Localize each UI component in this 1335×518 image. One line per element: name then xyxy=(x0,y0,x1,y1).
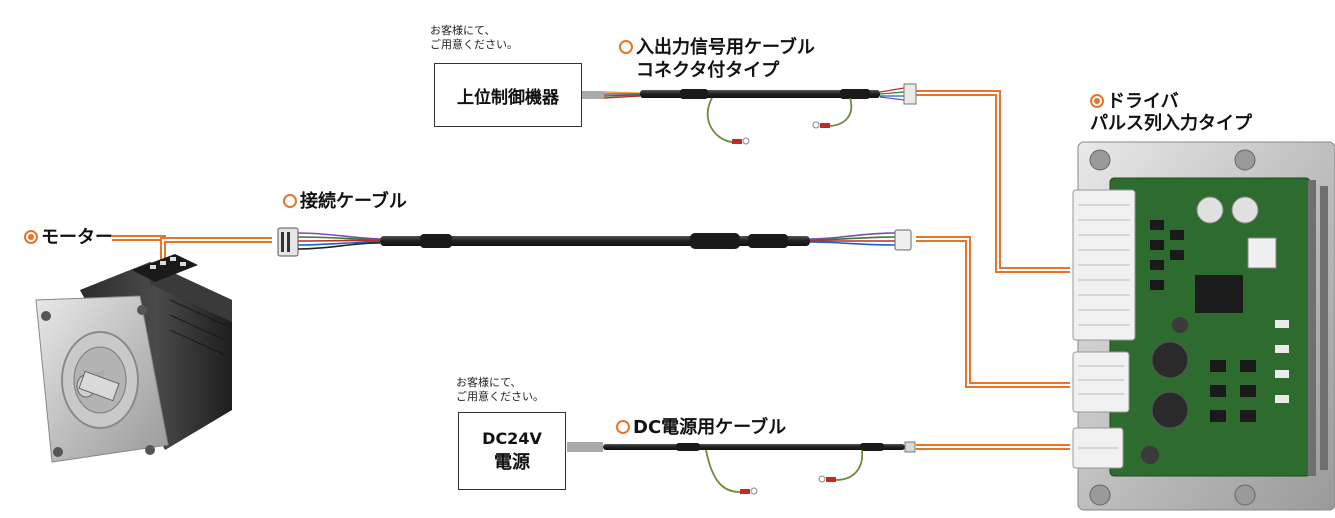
dc-cable-label-text: DC電源用ケーブル xyxy=(633,417,787,438)
customer-supply-note-top: お客様にて、 ご用意ください。 xyxy=(430,24,518,52)
note-top-line2: ご用意ください。 xyxy=(430,38,518,51)
open-circle-icon xyxy=(283,194,297,208)
motor-label-text: モーター xyxy=(41,227,113,248)
note-top-line1: お客様にて、 xyxy=(430,24,496,37)
io-cable-label-line1: 入出力信号用ケーブル xyxy=(636,37,815,58)
io-cable-label-line2: コネクタ付タイプ xyxy=(636,60,780,81)
power-supply-voltage: DC24V xyxy=(482,428,542,448)
dc-power-cable-image xyxy=(567,441,916,495)
io-cable-label: 入出力信号用ケーブル xyxy=(619,37,815,59)
io-cable-to-driver-line xyxy=(916,90,1070,273)
customer-supply-note-bottom: お客様にて、 ご用意ください。 xyxy=(456,376,544,404)
note-bottom-line1: お客様にて、 xyxy=(456,376,522,389)
driver-label-2: パルス列入力タイプ xyxy=(1090,113,1252,135)
motor-label: モーター xyxy=(24,227,113,249)
conn-cable-to-driver-line xyxy=(916,236,1070,388)
open-circle-icon xyxy=(616,420,630,434)
connection-cable-label-text: 接続ケーブル xyxy=(300,191,407,212)
upper-controller-box: 上位制御機器 xyxy=(434,63,582,127)
connection-cable-image xyxy=(277,227,912,257)
filled-circle-icon xyxy=(24,230,38,244)
power-supply-label: 電源 xyxy=(494,451,530,473)
driver-label: ドライバ xyxy=(1090,91,1179,113)
open-circle-icon xyxy=(619,40,633,54)
conn-cable-to-motor-line xyxy=(160,237,272,262)
driver-label-line1: ドライバ xyxy=(1107,91,1179,112)
motor-image xyxy=(35,254,232,463)
note-bottom-line2: ご用意ください。 xyxy=(456,390,544,403)
driver-label-line2: パルス列入力タイプ xyxy=(1090,113,1252,134)
filled-circle-icon xyxy=(1090,94,1104,108)
io-cable-label-2: コネクタ付タイプ xyxy=(636,60,779,82)
io-signal-cable-image xyxy=(582,83,917,145)
dc-cable-label: DC電源用ケーブル xyxy=(616,417,786,439)
power-supply-box: DC24V 電源 xyxy=(458,412,566,490)
connection-cable-label: 接続ケーブル xyxy=(283,191,407,213)
driver-board-image xyxy=(1072,141,1335,511)
upper-controller-label: 上位制御機器 xyxy=(457,87,559,108)
